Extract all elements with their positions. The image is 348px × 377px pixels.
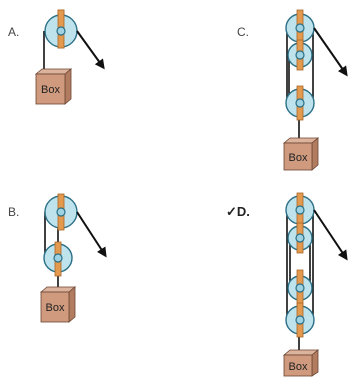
option-a[interactable]: A. Box <box>8 9 105 105</box>
option-c-label: C. <box>237 25 249 39</box>
pulley-axle <box>295 50 305 60</box>
pulley-axle <box>295 233 305 243</box>
box-front <box>283 354 313 377</box>
pulley-axle <box>295 315 305 325</box>
box-label: Box <box>289 152 308 164</box>
box-front <box>35 73 66 105</box>
box-front <box>283 142 313 171</box>
option-d-label: D. <box>237 204 250 219</box>
option-b[interactable]: B. Box <box>8 193 107 323</box>
box-label: Box <box>41 84 60 96</box>
box-label: Box <box>289 361 308 373</box>
box-side <box>311 349 319 377</box>
box-label: Box <box>46 302 65 314</box>
option-b-label: B. <box>8 205 19 219</box>
pull-rope-arrow <box>76 211 107 258</box>
box-side <box>64 68 72 105</box>
option-c[interactable]: C. Box <box>237 9 348 171</box>
check-mark-icon: ✓ <box>226 204 237 219</box>
box-front <box>40 291 70 323</box>
option-d[interactable]: ✓D. Box <box>226 192 348 377</box>
option-a-label: A. <box>8 25 19 39</box>
pulley-axle <box>53 253 63 263</box>
box-side <box>68 286 76 323</box>
box-side <box>311 137 319 171</box>
pull-rope-arrow <box>313 209 348 261</box>
pulley-axle <box>295 205 305 215</box>
pull-rope-arrow <box>313 27 348 77</box>
pulley-axle <box>56 207 66 217</box>
pull-rope-arrow <box>76 30 105 70</box>
option-d-label-text: ✓D. <box>226 204 250 219</box>
pulley-axle <box>56 26 66 36</box>
pulley-axle <box>295 283 305 293</box>
pulley-axle <box>295 98 305 108</box>
pulley-axle <box>295 23 305 33</box>
